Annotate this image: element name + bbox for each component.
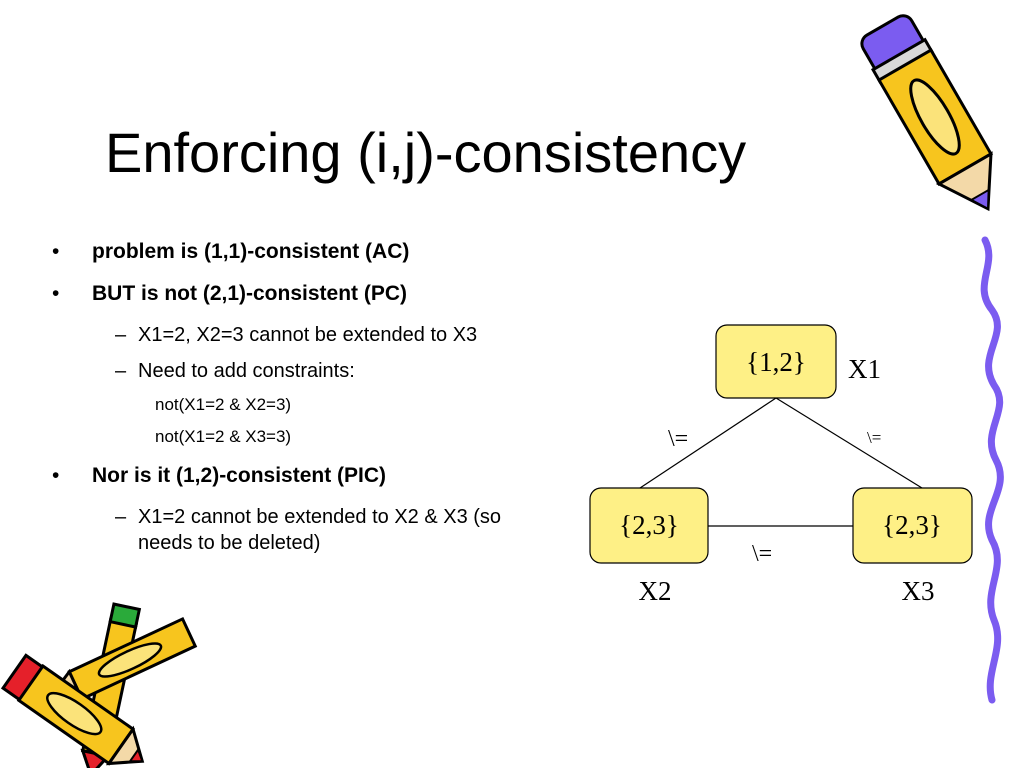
edge-x1-x2-label: \= [668,426,688,452]
bullet-marker: • [52,464,60,487]
bullet-pic: • Nor is it (1,2)-consistent (PIC) [52,462,552,490]
crayons-icon [0,602,198,768]
bullet-ac: • problem is (1,1)-consistent (AC) [52,238,552,266]
sub-bullet-cannot-extend: – X1=2, X2=3 cannot be extended to X3 [52,322,552,348]
edge-x1-x3 [775,397,923,489]
dash-marker: – [115,360,127,382]
bullet-list: • problem is (1,1)-consistent (AC) • BUT… [52,238,552,566]
node-x2-domain: {2,3} [619,510,679,540]
bullet-text: problem is (1,1)-consistent (AC) [92,240,410,263]
node-x2 [589,487,709,564]
bullet-text: BUT is not (2,1)-consistent (PC) [92,282,408,305]
node-x1-label: X1 [848,354,881,384]
node-x2-label: X2 [639,576,672,606]
pencil-icon [860,14,994,212]
node-x1-domain: {1,2} [746,347,806,377]
bullet-marker: • [52,282,60,305]
sub-bullet-text: Need to add constraints: [138,360,355,382]
squiggle-line-icon [980,236,1004,704]
bullet-marker: • [52,240,60,263]
constraint-line-2: not(X1=2 & X3=3) [155,427,292,446]
node-x3-label: X3 [902,576,935,606]
bullet-pc: • BUT is not (2,1)-consistent (PC) [52,280,552,308]
sub-bullet-add-constraints: – Need to add constraints: [52,358,552,384]
dash-marker: – [115,506,127,528]
constraint-line-1: not(X1=2 & X2=3) [155,395,292,414]
node-x3 [852,487,973,564]
edge-x1-x2 [639,397,777,489]
sub-bullet-deleted: – X1=2 cannot be extended to X2 & X3 (so… [52,504,552,556]
node-x1 [715,324,837,399]
bullet-text: Nor is it (1,2)-consistent (PIC) [92,464,387,487]
sub-bullet-text: X1=2 cannot be extended to X2 & X3 (so n… [138,506,502,554]
edge-x2-x3-label: \= [752,541,772,567]
slide-title: Enforcing (i,j)-consistency [105,121,747,184]
edge-x1-x3-label: \= [867,428,881,447]
node-x3-domain: {2,3} [882,510,942,540]
sub-bullet-text: X1=2, X2=3 cannot be extended to X3 [138,324,478,346]
dash-marker: – [115,324,127,346]
